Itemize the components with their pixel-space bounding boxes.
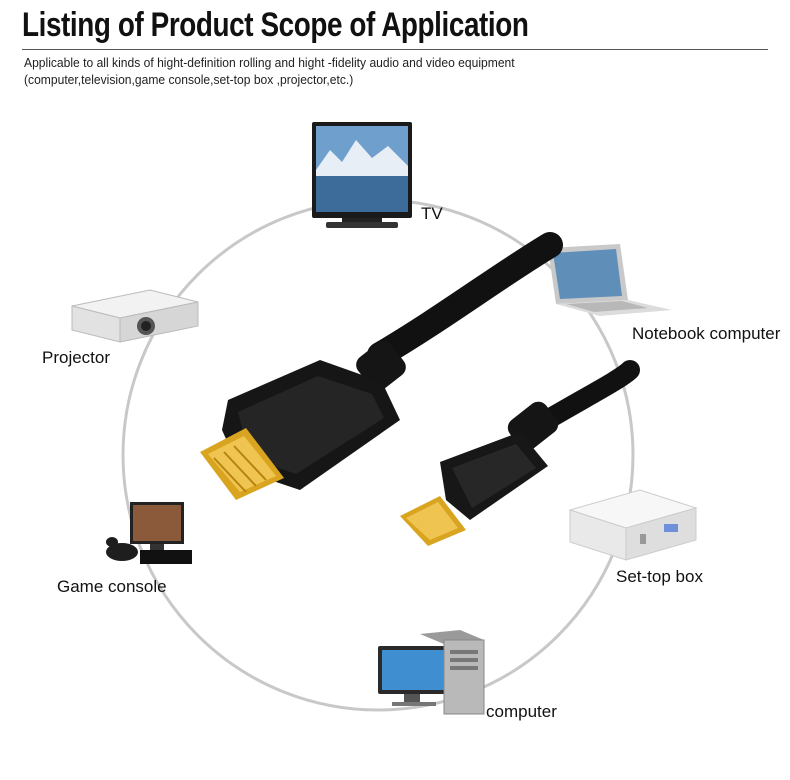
description: Applicable to all kinds of hight-definit…	[24, 54, 515, 88]
projector-icon	[71, 289, 199, 343]
notebook-icon	[548, 244, 672, 316]
description-line-2: (computer,television,game console,set-to…	[24, 72, 354, 87]
hdmi-cable-icon	[200, 232, 563, 500]
description-line-1: Applicable to all kinds of hight-definit…	[24, 55, 515, 70]
game-console-label: Game console	[57, 577, 167, 596]
set-top-box-icon	[568, 489, 698, 561]
tv-icon	[312, 122, 412, 228]
computer-label: computer	[486, 702, 557, 721]
computer-icon	[378, 630, 485, 715]
mini-hdmi-cable-icon	[400, 360, 640, 546]
projector-label: Projector	[42, 348, 111, 367]
notebook-label: Notebook computer	[632, 324, 781, 343]
tv-label: TV	[421, 204, 443, 223]
game-console-icon	[106, 502, 192, 564]
set-top-box-label: Set-top box	[616, 567, 703, 586]
page-title: Listing of Product Scope of Application	[22, 6, 529, 44]
title-divider	[22, 49, 768, 50]
